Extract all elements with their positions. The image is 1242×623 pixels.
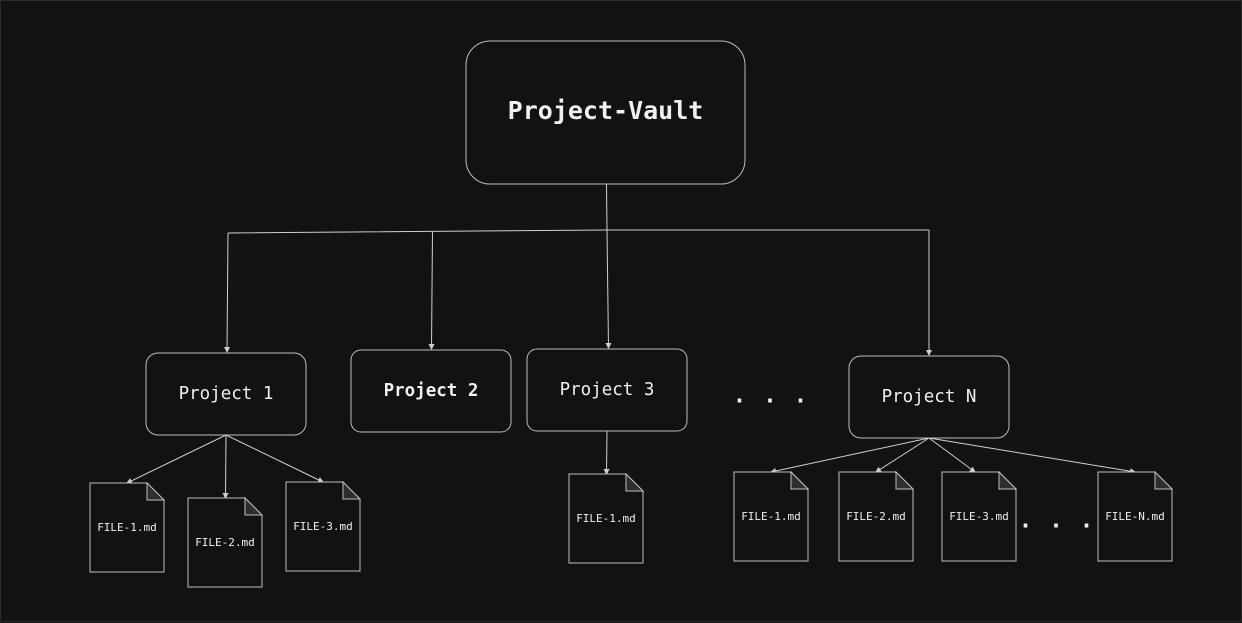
file-icon — [285, 481, 361, 572]
project-node-label: Project 3 — [560, 380, 655, 400]
file-fold-corner — [244, 496, 264, 516]
edge-project-to-file — [928, 437, 1136, 475]
file-node-label: FILE-1.md — [97, 521, 157, 534]
project-node: Project 3 — [526, 348, 688, 432]
edge-root-to-p1 — [224, 232, 231, 353]
file-node-label: FILE-3.md — [293, 520, 353, 533]
file-node: FILE-N.md — [1097, 470, 1174, 562]
project-node-label: Project N — [882, 387, 977, 407]
file-icon — [941, 471, 1017, 562]
file-node-label: FILE-3.md — [949, 510, 1009, 523]
project-node-box — [526, 348, 688, 432]
file-icon — [187, 497, 263, 588]
file-node: FILE-3.md — [941, 470, 1018, 562]
project-node-box — [350, 349, 512, 433]
file-node: FILE-1.md — [568, 472, 645, 564]
file-node: FILE-1.md — [733, 470, 810, 562]
file-node-label: FILE-1.md — [576, 512, 636, 525]
file-node-label: FILE-1.md — [741, 510, 801, 523]
project-node-label: Project 1 — [179, 384, 274, 404]
edge-project-to-file — [126, 434, 227, 484]
edge-root-to-p2 — [428, 231, 435, 350]
file-fold-corner — [625, 472, 645, 492]
file-icon — [733, 471, 809, 562]
file-fold-corner — [790, 470, 810, 490]
edge-project-to-file — [928, 437, 976, 473]
file-fold-corner — [1154, 470, 1174, 490]
project-node-box — [145, 352, 307, 436]
edge-project-to-file — [875, 437, 930, 473]
file-fold-corner — [146, 481, 166, 501]
file-node: FILE-2.md — [838, 470, 915, 562]
edge-project-to-file — [222, 434, 229, 499]
project-ellipsis: . . . — [733, 384, 809, 409]
file-fold-corner — [342, 480, 362, 500]
edges-layer — [126, 183, 1136, 499]
root-node-label: Project-Vault — [508, 96, 704, 125]
root-bus-edge — [227, 229, 929, 234]
project-node-label: Project 2 — [384, 381, 479, 401]
project-node: Project N — [848, 355, 1010, 439]
file-fold-corner — [895, 470, 915, 490]
edge-project-to-file — [770, 437, 930, 474]
file-fold-corner — [998, 470, 1018, 490]
root-node: Project-Vault — [465, 40, 746, 185]
edge-project-to-file — [225, 434, 324, 483]
file-icon — [568, 473, 644, 564]
edge-project-to-file — [603, 430, 610, 475]
file-icon — [89, 482, 165, 573]
file-node: FILE-1.md — [89, 481, 166, 573]
root-trunk-edge — [606, 183, 608, 231]
project-node: Project 2 — [350, 349, 512, 433]
file-node: FILE-3.md — [285, 480, 362, 572]
project-node-box — [848, 355, 1010, 439]
file-node-label: FILE-2.md — [846, 510, 906, 523]
edge-root-to-p3 — [605, 229, 612, 349]
file-node-label: FILE-2.md — [195, 536, 255, 549]
file-node-label: FILE-N.md — [1105, 510, 1165, 523]
root-node-box — [465, 40, 746, 185]
file-ellipsis: . . . — [1019, 509, 1095, 534]
file-node: FILE-2.md — [187, 496, 264, 588]
project-node: Project 1 — [145, 352, 307, 436]
file-icon — [1097, 471, 1173, 562]
file-icon — [838, 471, 914, 562]
